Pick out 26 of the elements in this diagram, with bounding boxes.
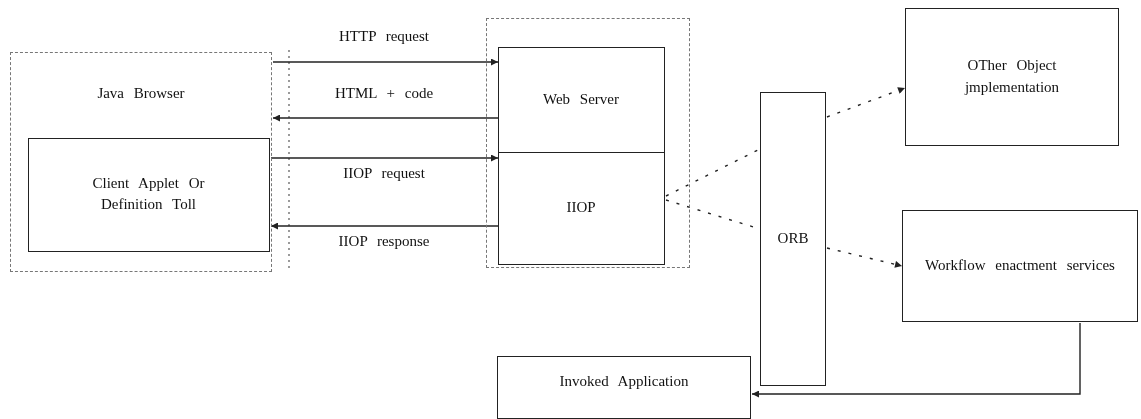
arrow (270, 154, 499, 162)
edge-label: IIOP request (340, 165, 428, 182)
node-label: OTher Object jmplementation (963, 56, 1061, 97)
node-label: Web Server (542, 89, 620, 109)
node-label: Invoked Application (558, 372, 690, 391)
process-box (497, 356, 751, 419)
node-label: Workflow enactment services (924, 256, 1116, 276)
node-label: Java Browser (96, 84, 186, 103)
arrow (270, 222, 499, 230)
arrow (751, 322, 1081, 398)
group-frame (10, 52, 272, 272)
process-box (497, 46, 665, 153)
dashed-arrow (826, 87, 906, 118)
process-box (760, 92, 826, 386)
arrow (272, 114, 499, 122)
process-box (902, 210, 1138, 322)
process-box (497, 151, 665, 265)
dashed-box (486, 18, 690, 268)
dashed-arrow (826, 247, 903, 268)
node-label: IIOP (565, 198, 597, 218)
process-box (27, 137, 270, 252)
node-label: ORB (776, 229, 810, 249)
edge-label: HTTP request (336, 28, 432, 45)
node-label: Client Applet Or Definition Toll (91, 173, 206, 215)
process-box (905, 8, 1119, 146)
arrow (272, 58, 499, 66)
